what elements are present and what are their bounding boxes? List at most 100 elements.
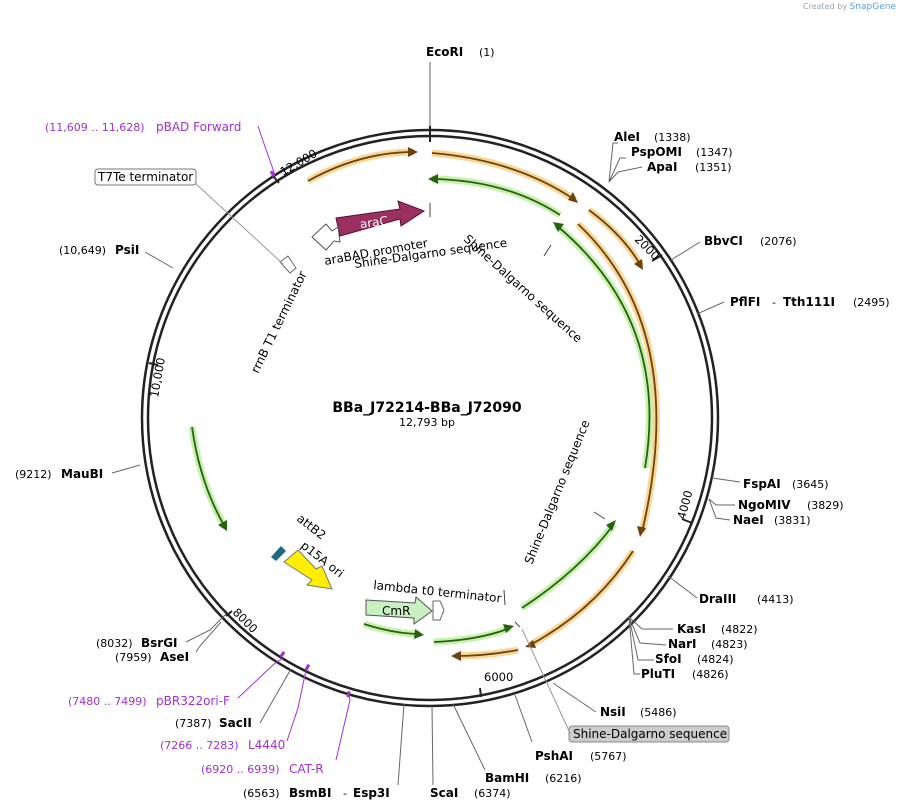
primer-mark-pbr322	[279, 650, 286, 658]
enzyme-pshai: PshAI	[535, 749, 573, 763]
enzyme-apai: ApaI	[647, 160, 677, 174]
enzyme-ngomiv-pos: (3829)	[807, 499, 844, 512]
attb2-label: attB2	[294, 511, 328, 542]
orf-arc-3	[588, 209, 642, 267]
enzyme-kasi-pos: (4822)	[721, 623, 758, 636]
primer-pbad: pBAD Forward	[156, 120, 241, 134]
enzyme-kasi: KasI	[677, 622, 706, 636]
sd-box	[568, 725, 730, 743]
enzyme-tth111i: Tth111I	[783, 295, 835, 309]
enzyme-nari-pos: (4823)	[711, 638, 748, 651]
enzyme-bsrgi: BsrGI	[141, 636, 178, 650]
tick-label-4000: 4000	[674, 489, 695, 521]
enzyme-bsmbi-pos: (6563)	[243, 787, 280, 800]
enzyme-nari: NarI	[668, 637, 697, 651]
sd-box-label: Shine-Dalgarno sequence	[573, 727, 727, 741]
enzyme-ecori-pos: (1)	[479, 46, 495, 59]
enzyme-apai-pos: (1351)	[695, 161, 732, 174]
enzyme-bsmbi-sep: -	[343, 787, 347, 800]
t7te-box	[94, 168, 197, 186]
enzyme-pflfi-sep: -	[772, 296, 776, 309]
enzyme-ecori: EcoRI	[426, 45, 463, 59]
green-arc-2	[555, 224, 651, 469]
primer-mark-catr	[346, 690, 351, 698]
enzyme-bsrgi-pos: (8032)	[96, 637, 133, 650]
rrnb-label: rrnB T1 terminator	[248, 269, 310, 376]
green-arc-3	[521, 523, 615, 609]
enzyme-bamhi-pos: (6216)	[545, 772, 582, 785]
orf-arc-4	[577, 223, 658, 533]
arac-label: araC	[359, 214, 389, 232]
primer-pbr322: pBR322ori-F	[156, 694, 230, 708]
enzyme-bbvci-pos: (2076)	[760, 235, 797, 248]
snapgene-watermark: Created by SnapGene	[803, 2, 896, 12]
sd-label-2: Shine-Dalgarno sequence	[461, 232, 585, 346]
orf-arc-2-glow	[431, 149, 577, 203]
enzyme-pluti-pos: (4826)	[692, 668, 729, 681]
green-arc-6-glow	[188, 426, 229, 529]
enzyme-sfoi: SfoI	[655, 652, 682, 666]
green-arc-5-glow	[362, 620, 421, 638]
plasmid-length: 12,793 bp	[399, 416, 455, 429]
enzyme-pspomi: PspOMI	[631, 145, 682, 159]
sd-label-3: Shine-Dalgarno sequence	[522, 418, 593, 566]
primer-pbad-pos: (11,609 .. 11,628)	[45, 121, 145, 134]
arac-arrow	[335, 200, 426, 237]
enzyme-alei-pos: (1338)	[654, 131, 691, 144]
enzyme-naei-pos: (3831)	[774, 514, 811, 527]
p15a-ori-arrow	[283, 549, 333, 590]
enzyme-sfoi-pos: (4824)	[697, 653, 734, 666]
green-arc-4	[433, 627, 511, 643]
enzyme-pspomi-pos: (1347)	[696, 146, 733, 159]
t7te-label: T7Te terminator	[97, 170, 193, 184]
enzyme-naei: NaeI	[733, 513, 764, 527]
enzyme-nsii-pos: (5486)	[640, 706, 677, 719]
green-arc-4-glow	[433, 624, 512, 646]
green-arc-6	[191, 426, 226, 528]
enzyme-pluti: PluTI	[641, 667, 675, 681]
enzyme-maubi-pos: (9212)	[15, 468, 52, 481]
enzyme-bbvci: BbvCI	[704, 234, 743, 248]
enzyme-psii: PsiI	[115, 243, 139, 257]
primer-pbr322-pos: (7480 .. 7499)	[68, 695, 147, 708]
orf-arc-1	[307, 151, 415, 182]
orf-arc-3-glow	[586, 207, 645, 268]
enzyme-sacii: SacII	[219, 716, 252, 730]
primer-catr-pos: (6920 .. 6939)	[201, 763, 280, 776]
primer-mark-l4440	[304, 663, 311, 671]
primer-l4440-pos: (7266 .. 7283)	[160, 739, 239, 752]
enzyme-fspai-pos: (3645)	[792, 478, 829, 491]
tick-label-10000: 10,000	[147, 356, 168, 398]
lambda-terminator-glyph	[432, 600, 445, 621]
cmr-arrow	[365, 596, 433, 625]
enzyme-bsmbi: BsmBI	[289, 786, 331, 800]
enzyme-asei-pos: (7959)	[115, 651, 152, 664]
enzyme-psii-pos: (10,649)	[59, 244, 106, 257]
primer-catr: CAT-R	[289, 762, 324, 776]
arabad-promoter-glyph	[311, 223, 341, 251]
orf-arc-2	[431, 152, 576, 201]
enzyme-maubi: MauBI	[61, 467, 103, 481]
enzyme-scai-pos: (6374)	[474, 787, 511, 800]
enzyme-fspai: FspAI	[743, 477, 781, 491]
cmr-label: CmR	[382, 604, 410, 618]
enzyme-pshai-pos: (5767)	[590, 750, 627, 763]
plasmid-name: BBa_J72214-BBa_J72090	[332, 400, 521, 416]
enzyme-draiii: DraIII	[699, 592, 736, 606]
enzyme-ngomiv: NgoMIV	[738, 498, 791, 512]
orf-arc-5	[529, 550, 634, 646]
enzyme-sacii-pos: (7387)	[175, 717, 212, 730]
primer-mark-pbad	[269, 170, 276, 178]
primer-l4440: L4440	[248, 738, 285, 752]
enzyme-asei: AseI	[160, 650, 189, 664]
enzyme-esp3i: Esp3I	[353, 786, 390, 800]
enzyme-nsii: NsiI	[600, 705, 626, 719]
tick-label-6000: 6000	[484, 670, 513, 684]
green-arc-1	[431, 178, 561, 216]
enzyme-draiii-pos: (4413)	[757, 593, 794, 606]
enzyme-bamhi: BamHI	[485, 771, 529, 785]
enzyme-pflfi: PflFI	[730, 295, 760, 309]
enzyme-scai: ScaI	[430, 786, 458, 800]
enzyme-alei: AleI	[614, 130, 640, 144]
